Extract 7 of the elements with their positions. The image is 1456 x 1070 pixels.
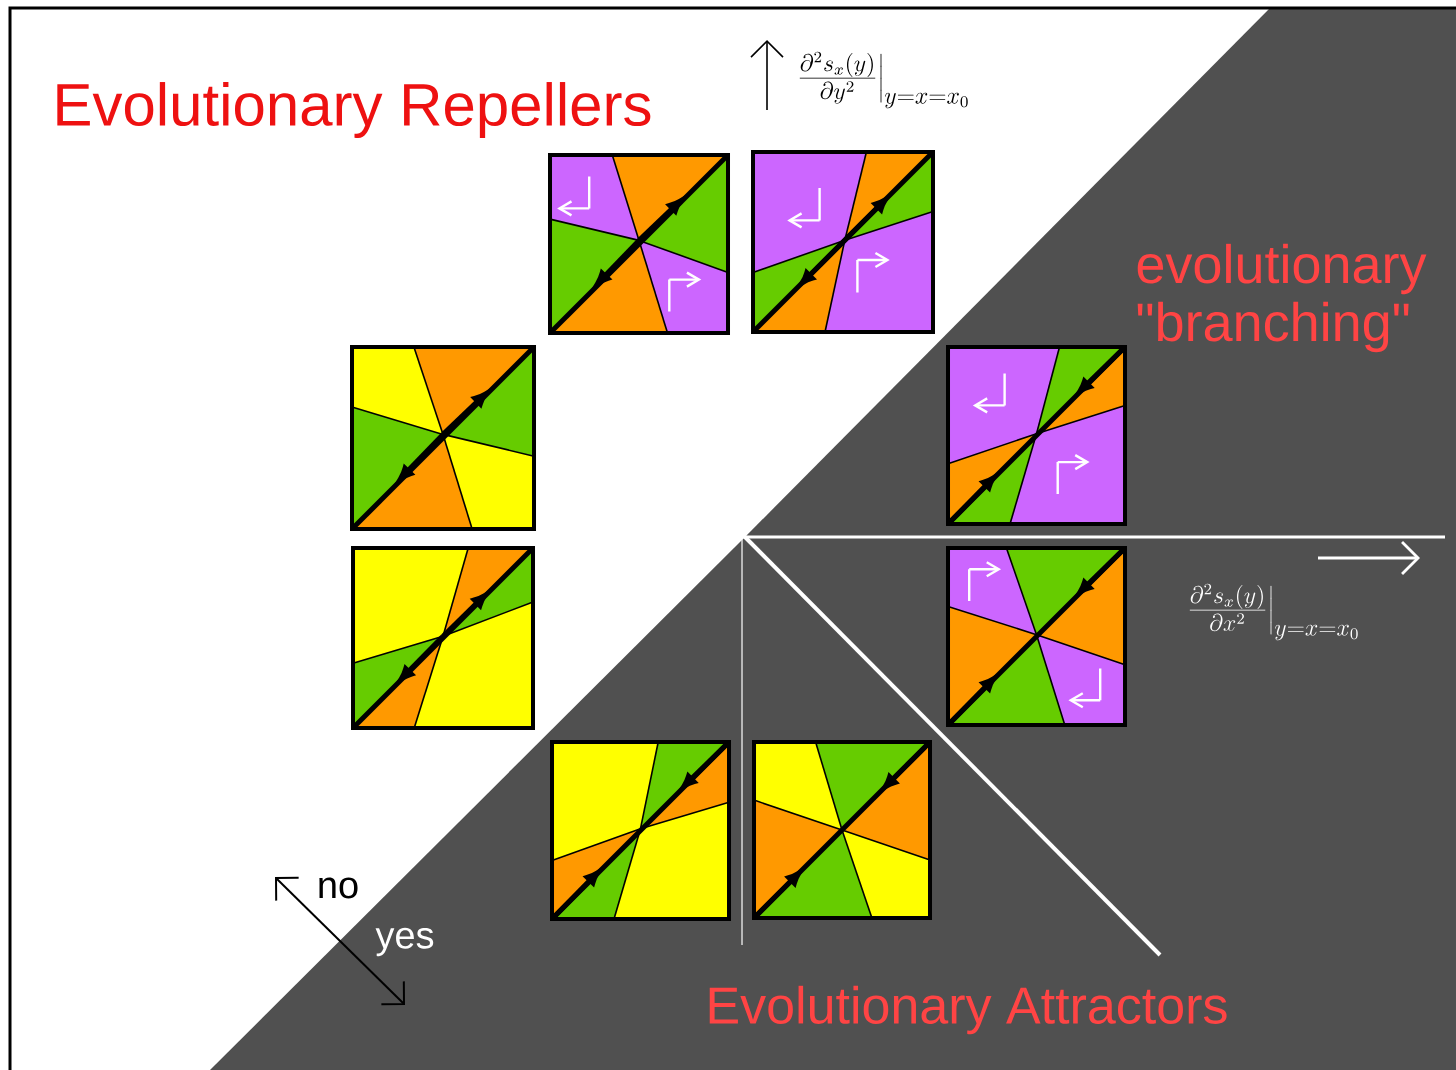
heading: Evolutionary Attractors — [709, 985, 1227, 1035]
axis-label: no — [319, 877, 358, 899]
axis-label: yes — [375, 927, 434, 957]
heading: Evolutionary Repellers — [57, 82, 651, 138]
formula: $\frac{\partial^2 s_x(y)}{\partial y^2}\bigg|_{y=x=x_0}$ — [799, 51, 968, 109]
heading: evolutionary "branching" — [1137, 243, 1427, 353]
formula: $\frac{\partial^2 s_x(y)}{\partial x^2}\bigg|_{y=x=x_0}$ — [1189, 583, 1358, 641]
